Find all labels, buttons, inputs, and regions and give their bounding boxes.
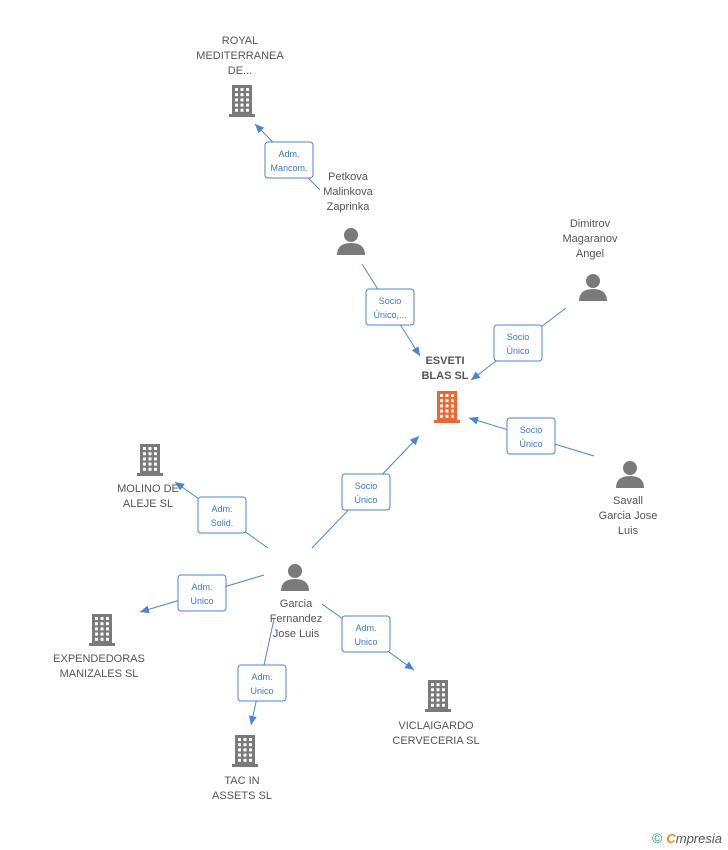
node-label: ALEJE SL	[123, 498, 173, 510]
edge-garcia-to-viclaigardo: Adm. Unico	[321, 603, 415, 671]
arrowhead-icon	[471, 371, 481, 380]
node-label: ASSETS SL	[212, 790, 272, 802]
edges-layer: Adm.Mancom.SocioÚnico,...SocioÚnicoSocio…	[139, 123, 595, 726]
node-label: ROYAL	[222, 35, 258, 47]
relation-label-text: Único	[519, 439, 542, 449]
brand-logo-text: mpresia	[675, 831, 722, 846]
node-label: EXPENDEDORAS	[53, 653, 145, 665]
node-label: MOLINO DE	[117, 483, 179, 495]
brand-logo-initial: C	[666, 831, 676, 846]
arrowhead-icon	[404, 661, 414, 670]
relation-label-box[interactable]	[493, 324, 543, 362]
node-label: Garcia	[280, 598, 313, 610]
node-viclaigardo[interactable]: VICLAIGARDO CERVECERIA SL	[392, 680, 480, 747]
node-label: Savall	[613, 495, 643, 507]
node-label: Magaranov	[562, 233, 618, 245]
relation-label-text: Socio	[379, 296, 402, 306]
relation-label-box[interactable]	[341, 473, 391, 511]
arrowhead-icon	[409, 436, 419, 446]
relation-label-box[interactable]	[506, 417, 556, 455]
arrowhead-icon	[255, 124, 265, 134]
node-label: ESVETI	[425, 355, 464, 367]
relation-label-text: Adm.	[278, 149, 299, 159]
relation-label-text: Socio	[355, 481, 378, 491]
building-icon	[434, 391, 460, 423]
relation-label-text: Único	[354, 495, 377, 505]
node-expendedoras[interactable]: EXPENDEDORAS MANIZALES SL	[53, 614, 145, 680]
arrowhead-icon	[248, 715, 257, 725]
arrowhead-icon	[411, 346, 420, 356]
node-esveti[interactable]: ESVETI BLAS SL	[421, 355, 469, 423]
arrowhead-icon	[469, 416, 479, 425]
relation-label-box[interactable]	[264, 141, 314, 179]
relation-label-text: Mancom.	[270, 163, 307, 173]
node-label: MANIZALES SL	[60, 668, 139, 680]
building-icon	[229, 85, 255, 117]
relation-label-text: Adm.	[355, 623, 376, 633]
relation-label-text: Unico	[354, 637, 377, 647]
relation-label-text: Socio	[507, 332, 530, 342]
person-icon	[616, 461, 644, 488]
edge-petkova-to-royal: Adm. Mancom.	[254, 123, 321, 191]
node-label: Dimitrov	[570, 218, 611, 230]
arrowhead-icon	[175, 482, 185, 491]
edge-garcia-to-tac: Adm. Unico	[237, 618, 287, 726]
relation-label-text: Adm.	[251, 672, 272, 682]
node-label: Angel	[576, 248, 604, 260]
person-icon	[579, 274, 607, 301]
relation-label-box[interactable]	[177, 574, 227, 612]
node-label: Zaprinka	[327, 201, 371, 213]
brand-footer: ©Cmpresia	[652, 830, 722, 846]
node-label: VICLAIGARDO	[398, 720, 474, 732]
relation-label-text: Unico	[190, 596, 213, 606]
copyright-icon: ©	[652, 830, 663, 846]
person-icon	[281, 564, 309, 591]
node-label: MEDITERRANEA	[196, 50, 284, 62]
relation-label-text: Unico	[250, 686, 273, 696]
person-icon	[337, 228, 365, 255]
relation-label-box[interactable]	[365, 288, 415, 326]
building-icon	[232, 735, 258, 767]
edge-garcia-to-expendedoras: Adm. Unico	[139, 574, 265, 614]
relation-label-text: Único,...	[373, 310, 406, 320]
nodes-layer: ESVETI BLAS SL ROYAL MEDITERRANEA DE... Petko…	[53, 35, 657, 802]
relation-label-text: Solid.	[211, 518, 234, 528]
edge-petkova-to-esveti: SocioÚnico,...	[361, 263, 421, 357]
node-label: CERVECERIA SL	[392, 735, 479, 747]
node-label: BLAS SL	[421, 370, 468, 382]
node-label: Luis	[618, 525, 639, 537]
node-label: Malinkova	[323, 186, 373, 198]
relation-label-text: Socio	[520, 425, 543, 435]
relation-label-text: Adm.	[211, 504, 232, 514]
node-royal[interactable]: ROYAL MEDITERRANEA DE...	[196, 35, 284, 117]
building-icon	[137, 444, 163, 476]
arrowhead-icon	[140, 605, 150, 614]
relation-label-text: Adm.	[191, 582, 212, 592]
node-label: TAC IN	[224, 775, 259, 787]
node-label: Jose Luis	[273, 628, 320, 640]
node-label: Garcia Jose	[599, 510, 658, 522]
relation-label-box[interactable]	[341, 615, 391, 653]
node-molino[interactable]: MOLINO DE ALEJE SL	[117, 444, 179, 510]
building-icon	[425, 680, 451, 712]
node-label: DE...	[228, 65, 252, 77]
relation-label-text: Único	[506, 346, 529, 356]
node-tac[interactable]: TAC IN ASSETS SL	[212, 735, 272, 802]
building-icon	[89, 614, 115, 646]
relation-label-box[interactable]	[197, 496, 247, 534]
node-label: Fernandez	[270, 613, 323, 625]
node-label: Petkova	[328, 171, 369, 183]
edge-garcia-to-molino: Adm. Solid.	[174, 481, 269, 549]
relation-label-box[interactable]	[237, 664, 287, 702]
